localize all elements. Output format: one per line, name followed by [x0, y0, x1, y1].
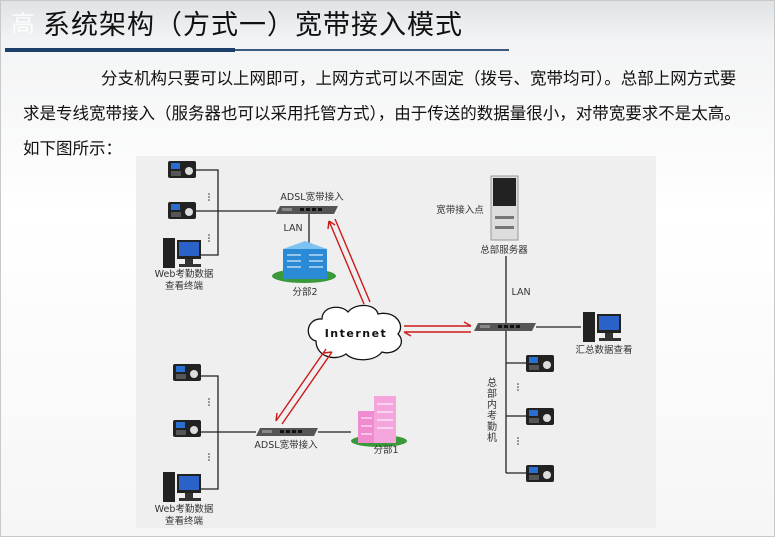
attendance-device-icon [173, 364, 201, 381]
building-blue-icon [272, 241, 336, 283]
server-icon [490, 175, 519, 241]
branch2-router-label: ADSL宽带接入 [280, 192, 344, 203]
network-diagram: Internet ADSL宽带接入 LAN 分部2 Web考勤数据查看终端 AD… [136, 156, 656, 528]
router-icon [474, 323, 536, 331]
title-underline-thin [235, 49, 509, 51]
terminal-label-line2: 查看终端 [164, 516, 203, 527]
branch2-lan-label: LAN [283, 223, 303, 234]
computer-icon [583, 312, 621, 342]
body-paragraph: 分支机构只要可以上网即可，上网方式可以不固定（拨号、宽带均可）。总部上网方式要求… [23, 61, 743, 166]
attendance-device-icon [526, 355, 554, 372]
building-pink-icon [351, 396, 407, 447]
hq-server-label: 总部服务器 [480, 245, 528, 256]
attendance-device-icon [168, 202, 196, 219]
corner-mark: 高 [11, 10, 35, 38]
attendance-device-icon [526, 408, 554, 425]
summary-view-label: 汇总数据查看 [575, 345, 633, 356]
slide-title: 系统架构（方式一）宽带接入模式 [43, 10, 463, 41]
terminal-label-line1: Web考勤数据 [154, 269, 214, 280]
title-underline-thick [5, 48, 235, 52]
branch1-router-label: ADSL宽带接入 [254, 440, 318, 451]
branch1-terminal-label: Web考勤数据查看终端 [155, 504, 214, 528]
access-point-label: 宽带接入点 [436, 205, 484, 216]
internet-label: Internet [324, 327, 388, 340]
attendance-device-icon [168, 161, 196, 178]
hq-devices-label: 总部内考勤机 [487, 378, 497, 444]
body-paragraph-text: 分支机构只要可以上网即可，上网方式可以不固定（拨号、宽带均可）。总部上网方式要求… [23, 69, 741, 158]
branch2-terminal-label: Web考勤数据查看终端 [155, 269, 214, 293]
data-flow-arrows [275, 218, 472, 425]
branch2-label: 分部2 [292, 287, 318, 298]
hq-lan-label: LAN [511, 287, 531, 298]
dots [208, 193, 519, 461]
computer-icon [163, 238, 201, 268]
computer-icon [163, 472, 201, 502]
attendance-device-icon [173, 420, 201, 437]
terminal-label-line2: 查看终端 [164, 281, 203, 292]
connection-lines [196, 169, 581, 490]
terminal-label-line1: Web考勤数据 [154, 504, 214, 515]
internet-cloud-icon [307, 304, 403, 361]
branch1-label: 分部1 [373, 445, 399, 456]
router-icon [256, 428, 318, 436]
attendance-device-icon [526, 465, 554, 482]
router-icon [276, 206, 338, 214]
